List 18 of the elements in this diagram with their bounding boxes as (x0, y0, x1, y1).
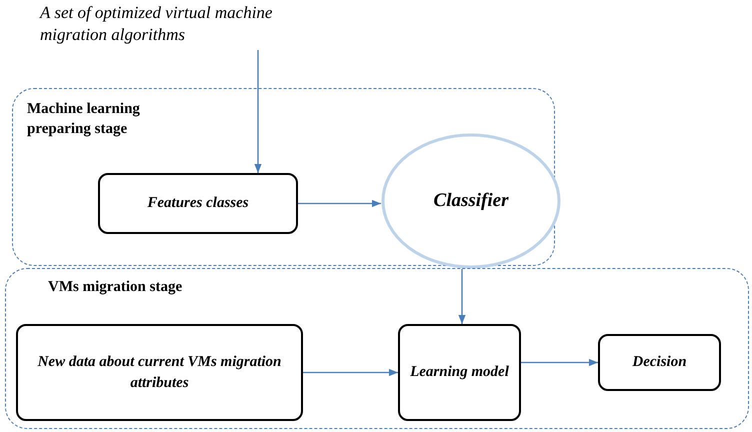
arrow (458, 269, 466, 324)
node-label: Classifier (434, 189, 508, 214)
node-label: New data about current VMs migration attributes (36, 353, 282, 392)
node-label: Features classes (147, 194, 249, 214)
node-label: Learning model (410, 363, 509, 382)
input-note: A set of optimized virtual machine migration algorithms (40, 2, 274, 46)
stage-heading: Machine learning preparing stage (27, 100, 141, 140)
process-box (398, 324, 521, 421)
stage-panel (5, 268, 749, 429)
arrow (521, 358, 598, 366)
arrow (303, 368, 398, 376)
process-box (16, 324, 303, 421)
process-box (98, 173, 298, 234)
node-label: Decision (632, 353, 687, 372)
process-box (598, 334, 721, 391)
stage-heading: VMs migration stage (48, 278, 184, 297)
arrow (298, 200, 381, 208)
arrow (254, 50, 262, 173)
